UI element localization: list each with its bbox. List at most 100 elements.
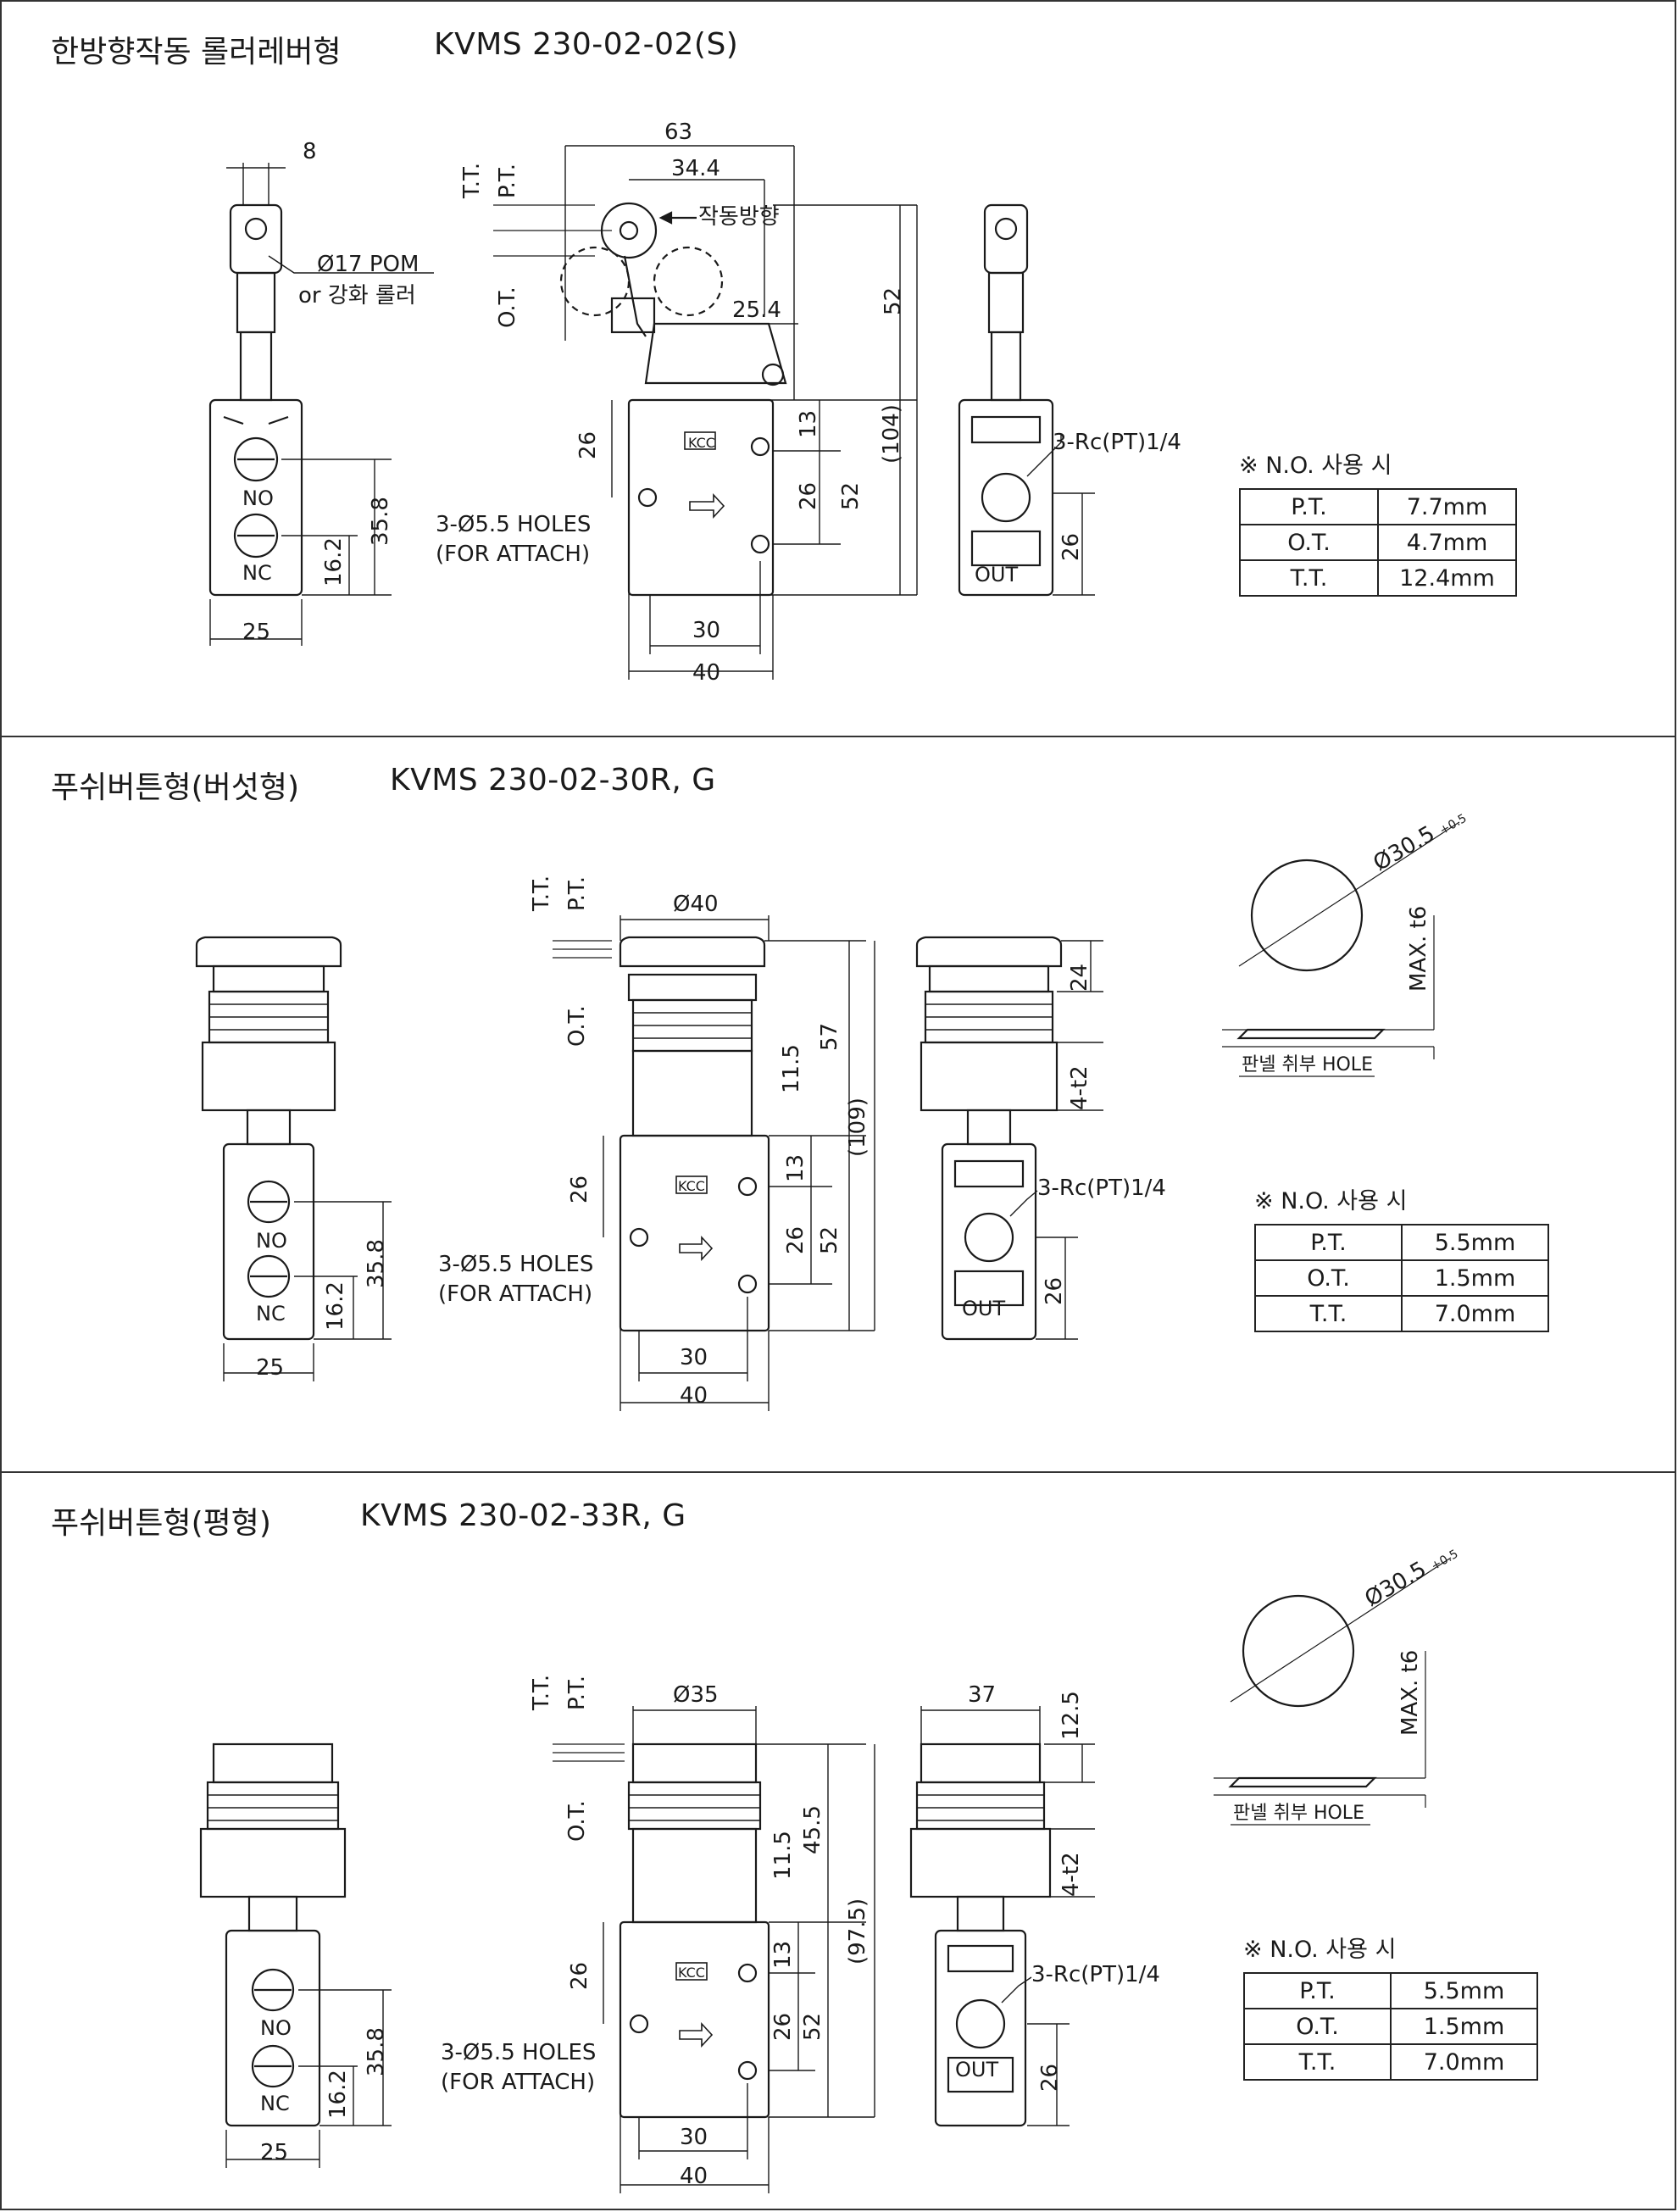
dim-total-height: (109) [845,1098,870,1157]
table-row: P.T.5.5mm [1254,1224,1549,1261]
dim-side-low: 16.2 [325,2070,351,2119]
label-no: NO [260,2016,292,2040]
label-no: NO [256,1229,287,1253]
spec-value: 5.5mm [1401,1224,1549,1261]
spec-table-block: ※ N.O. 사용 시 P.T.7.7mm O.T.4.7mm T.T.12.4… [1239,447,1517,597]
label-nc: NC [256,1302,286,1326]
table-row: O.T.4.7mm [1239,524,1517,561]
mushroom-side-view [195,936,392,1381]
dim-button-dia: Ø40 [673,892,719,917]
callout-roller: Ø17 POM [317,252,419,277]
dim-lever-drop: 25.4 [732,297,781,323]
dim-roller-width: 8 [303,139,317,164]
dim-stem: 11.5 [770,1831,796,1880]
panel-flat-button: 푸쉬버튼형(평형) KVMS 230-02-33R, G [0,1471,1676,2210]
dim-body-height: 52 [838,482,864,510]
panel-roller-lever: 한방향작동 롤러레버형 KVMS 230-02-02(S) [0,0,1676,737]
dim-button-top: 12.5 [1058,1691,1084,1740]
dim-out-height: 26 [1042,1277,1067,1305]
callout-hole-dia: Ø30.5 [1370,821,1440,876]
label-ot: O.T. [564,1800,590,1842]
dim-hole-span: 30 [680,2125,708,2150]
roller-side-view [208,163,434,646]
dim-hole-span: 30 [692,618,720,643]
spec-table-block: ※ N.O. 사용 시 P.T.5.5mm O.T.1.5mm T.T.7.0m… [1243,1931,1538,2081]
table-row: P.T.5.5mm [1243,1972,1538,2009]
dim-side-width: 25 [260,2140,288,2165]
callout-hole-tol: +0.5 [1437,812,1469,838]
spec-caption: ※ N.O. 사용 시 [1254,1188,1408,1214]
label-pt: P.T. [564,876,590,911]
spec-caption: ※ N.O. 사용 시 [1243,1937,1397,1963]
dim-body-width: 40 [692,660,720,686]
roller-port-view [958,203,1095,597]
callout-holes-sub: (FOR ATTACH) [438,1281,592,1307]
callout-roller-alt: or 강화 롤러 [298,283,416,308]
roller-front-view [493,145,918,680]
dim-hole-pitch: 26 [567,1962,592,1990]
spec-value: 4.7mm [1377,524,1517,561]
callout-max-t: MAX. t6 [1397,1650,1423,1736]
spec-caption: ※ N.O. 사용 시 [1239,453,1392,479]
spec-value: 7.7mm [1377,488,1517,525]
dim-side-low: 16.2 [323,1281,348,1331]
dim-port-offset: 13 [770,1941,796,1969]
dim-button-top: 24 [1067,964,1092,992]
panel-title: 한방향작동 롤러레버형 [51,35,342,69]
spec-value: 1.5mm [1390,2008,1538,2045]
dim-body-height: 52 [800,2013,825,2041]
table-row: O.T.1.5mm [1254,1259,1549,1297]
spec-table: P.T.5.5mm O.T.1.5mm T.T.7.0mm [1243,1972,1538,2081]
table-row: T.T.12.4mm [1239,559,1517,597]
panel-model: KVMS 230-02-30R, G [390,763,716,798]
label-tt: T.T. [529,875,554,912]
panel-model: KVMS 230-02-33R, G [360,1498,686,1533]
label-pt: P.T. [495,164,520,198]
brand-mark: KCC [688,435,715,451]
dim-side-height: 35.8 [364,1239,389,1288]
label-ot: O.T. [495,286,520,328]
dim-side-width: 25 [242,620,270,645]
spec-value: 12.4mm [1377,559,1517,597]
label-tt: T.T. [459,163,485,199]
table-row: P.T.7.7mm [1239,488,1517,525]
label-out: OUT [975,563,1018,586]
dim-lever-offset: 34.4 [671,156,720,181]
callout-max-t: MAX. t6 [1406,906,1431,992]
callout-holes-sub: (FOR ATTACH) [436,542,590,567]
spec-label: O.T. [1254,1259,1403,1297]
spec-table-block: ※ N.O. 사용 시 P.T.5.5mm O.T.1.5mm T.T.7.0m… [1254,1182,1549,1332]
dim-side-height: 35.8 [364,2027,389,2076]
label-tt: T.T. [529,1675,554,1711]
label-nc: NC [260,2092,290,2115]
callout-hole-dia: Ø30.5 [1361,1557,1431,1612]
spec-value: 5.5mm [1390,1972,1538,2009]
panel-model: KVMS 230-02-02(S) [434,27,739,62]
table-row: O.T.1.5mm [1243,2008,1538,2045]
panel-title: 푸쉬버튼형(버섯형) [51,770,300,805]
flat-labels: NO NC 35.8 16.2 25 Ø35 45.5 11.5 (97.5) … [260,1548,1460,2189]
dim-body-height: 52 [817,1226,842,1254]
dim-out-height: 26 [1058,533,1084,561]
spec-label: P.T. [1243,1972,1392,2009]
flat-side-view [199,1742,392,2168]
spec-value: 7.0mm [1390,2043,1538,2081]
callout-holes: 3-Ø5.5 HOLES [436,512,591,537]
dim-upper-height: 52 [881,287,906,315]
table-row: T.T.7.0mm [1243,2043,1538,2081]
dim-hole-pitch: 26 [567,1175,592,1203]
spec-table: P.T.5.5mm O.T.1.5mm T.T.7.0mm [1254,1224,1549,1332]
mushroom-button-drawing: NO NC 35.8 16.2 25 Ø40 57 11.5 (109) 52 … [195,812,1469,1411]
dim-hole-pitch: 26 [575,431,601,459]
spec-value: 7.0mm [1401,1295,1549,1332]
spec-value: 1.5mm [1401,1259,1549,1297]
dim-hole-height: 26 [770,2013,796,2041]
mushroom-front-view [553,915,875,1411]
callout-direction: 작동방향 [698,204,780,230]
dim-hole-height: 26 [796,482,821,510]
label-ot: O.T. [564,1005,590,1047]
spec-label: P.T. [1239,488,1379,525]
spec-label: O.T. [1239,524,1379,561]
dim-body-width: 40 [680,1383,708,1409]
